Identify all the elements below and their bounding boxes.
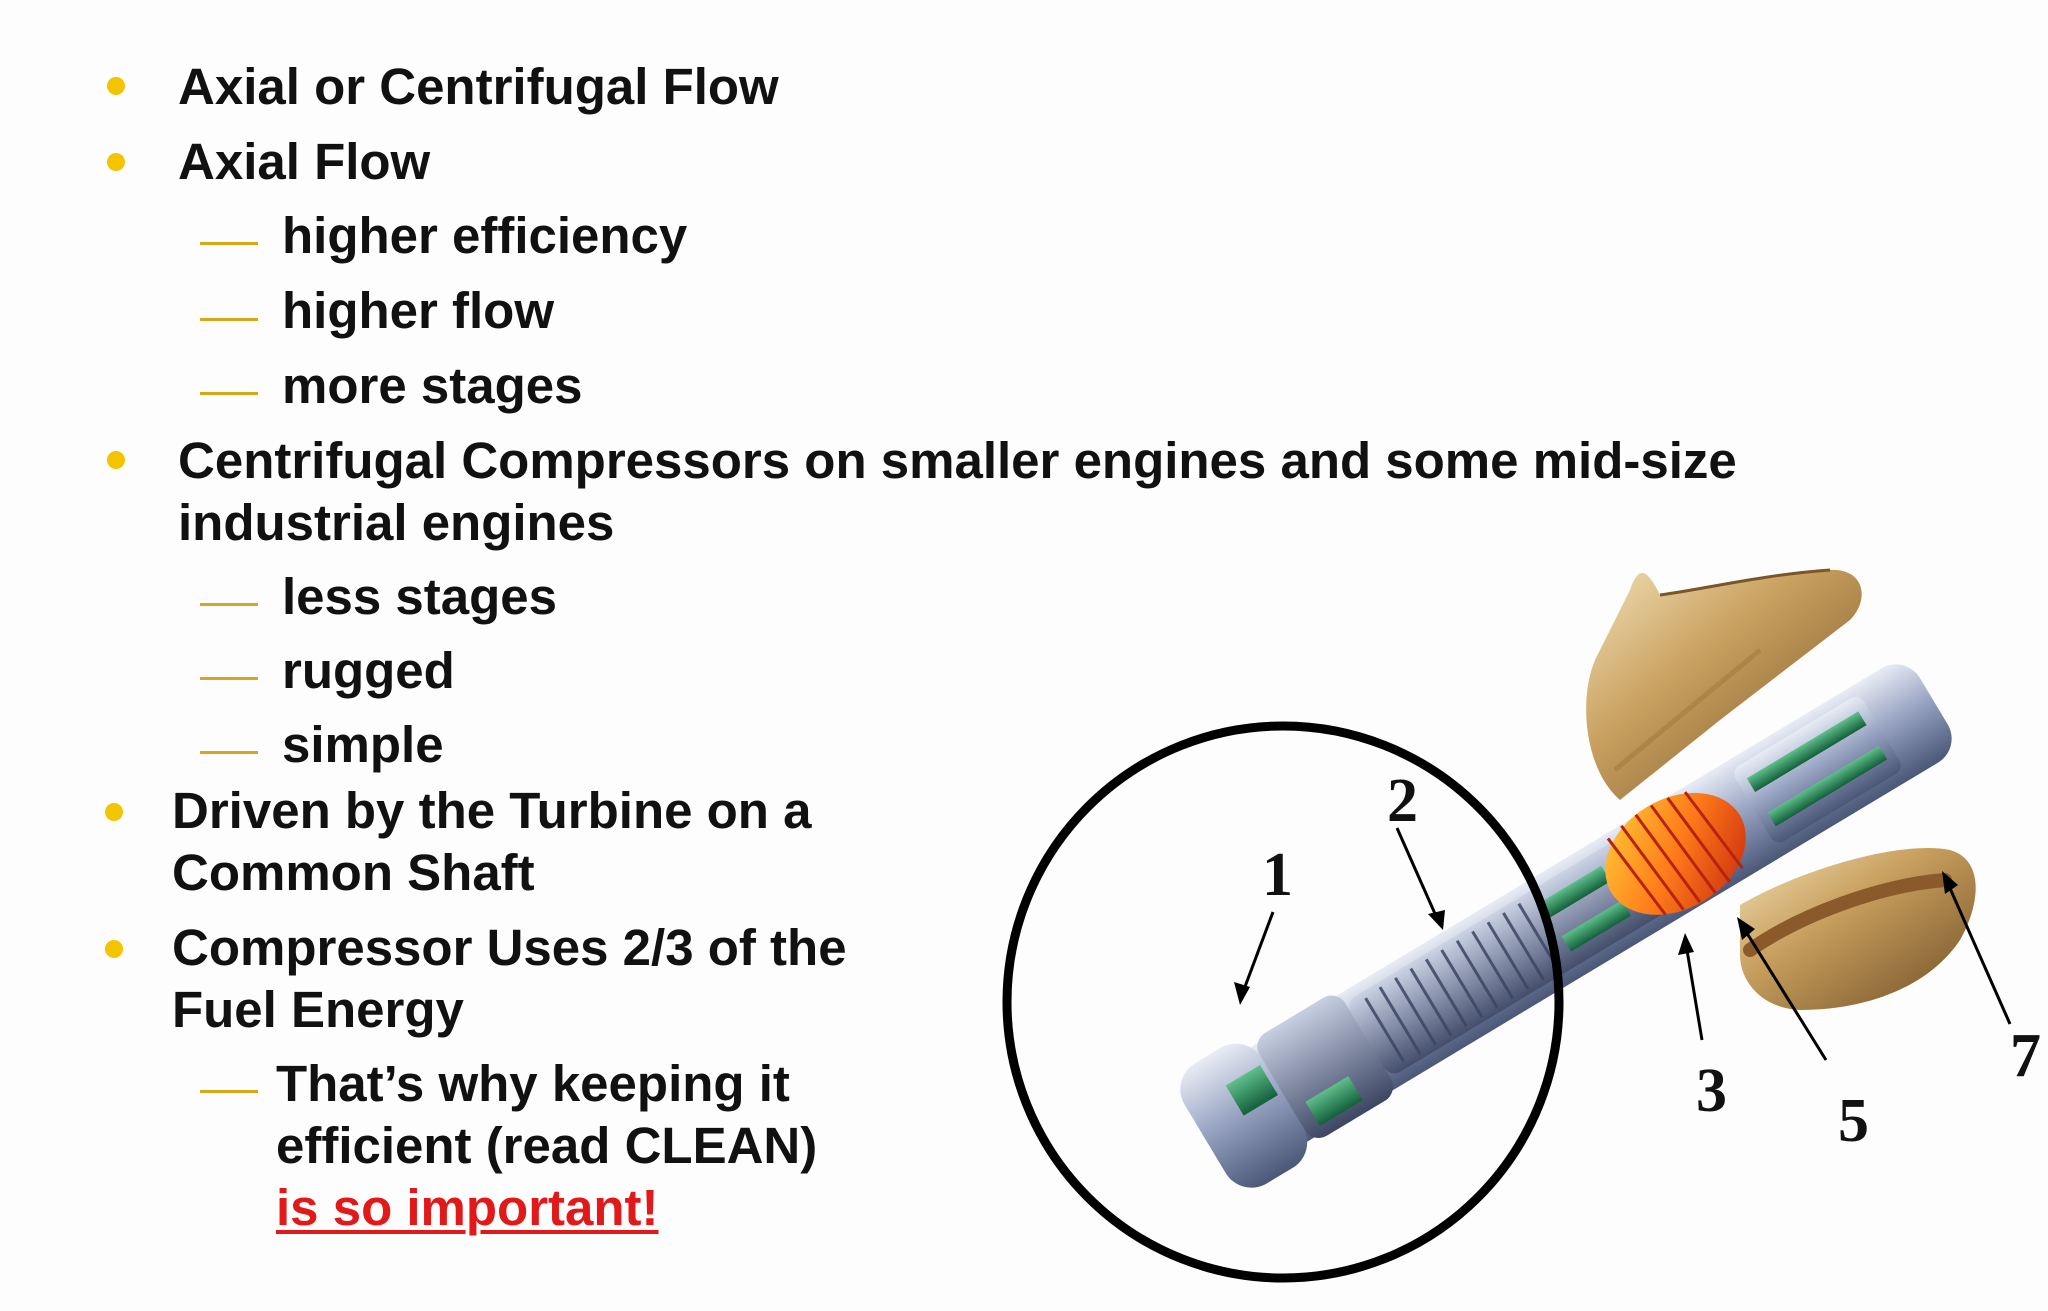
sub-less-stages: less stages <box>282 568 558 625</box>
sub-dash <box>200 392 258 395</box>
bullet-compressor-line1: Compressor Uses 2/3 of the <box>172 919 847 976</box>
sub-dash <box>200 242 258 245</box>
sub-simple: simple <box>282 716 444 773</box>
sub-is-so-important: is so important! <box>276 1179 659 1236</box>
sub-higher-efficiency: higher efficiency <box>282 207 688 264</box>
sub-dash <box>200 603 258 606</box>
sub-more-stages: more stages <box>282 357 583 414</box>
bullet-axial-or-centrifugal: Axial or Centrifugal Flow <box>178 58 779 115</box>
sub-higher-flow: higher flow <box>282 282 554 339</box>
bullet-driven-line2: Common Shaft <box>172 844 535 901</box>
bullet-compressor-line2: Fuel Energy <box>172 981 464 1038</box>
bullet-dot <box>105 940 123 958</box>
bullet-dot <box>107 77 125 95</box>
bullet-axial-flow: Axial Flow <box>178 133 431 190</box>
bullet-dot <box>107 451 125 469</box>
bullet-centrifugal-line2: industrial engines <box>178 494 615 551</box>
sub-dash <box>200 318 258 321</box>
bullet-driven-line1: Driven by the Turbine on a <box>172 782 812 839</box>
bullet-dot <box>105 803 123 821</box>
sub-dash <box>200 677 258 680</box>
bullet-dot <box>107 153 125 171</box>
sub-thats-why-line2: efficient (read CLEAN) <box>276 1117 818 1174</box>
sub-dash <box>200 751 258 754</box>
sub-thats-why-line1: That’s why keeping it <box>276 1055 790 1112</box>
sub-dash <box>200 1090 258 1093</box>
bullet-centrifugal-line1: Centrifugal Compressors on smaller engin… <box>178 432 1737 489</box>
sub-rugged: rugged <box>282 642 455 699</box>
